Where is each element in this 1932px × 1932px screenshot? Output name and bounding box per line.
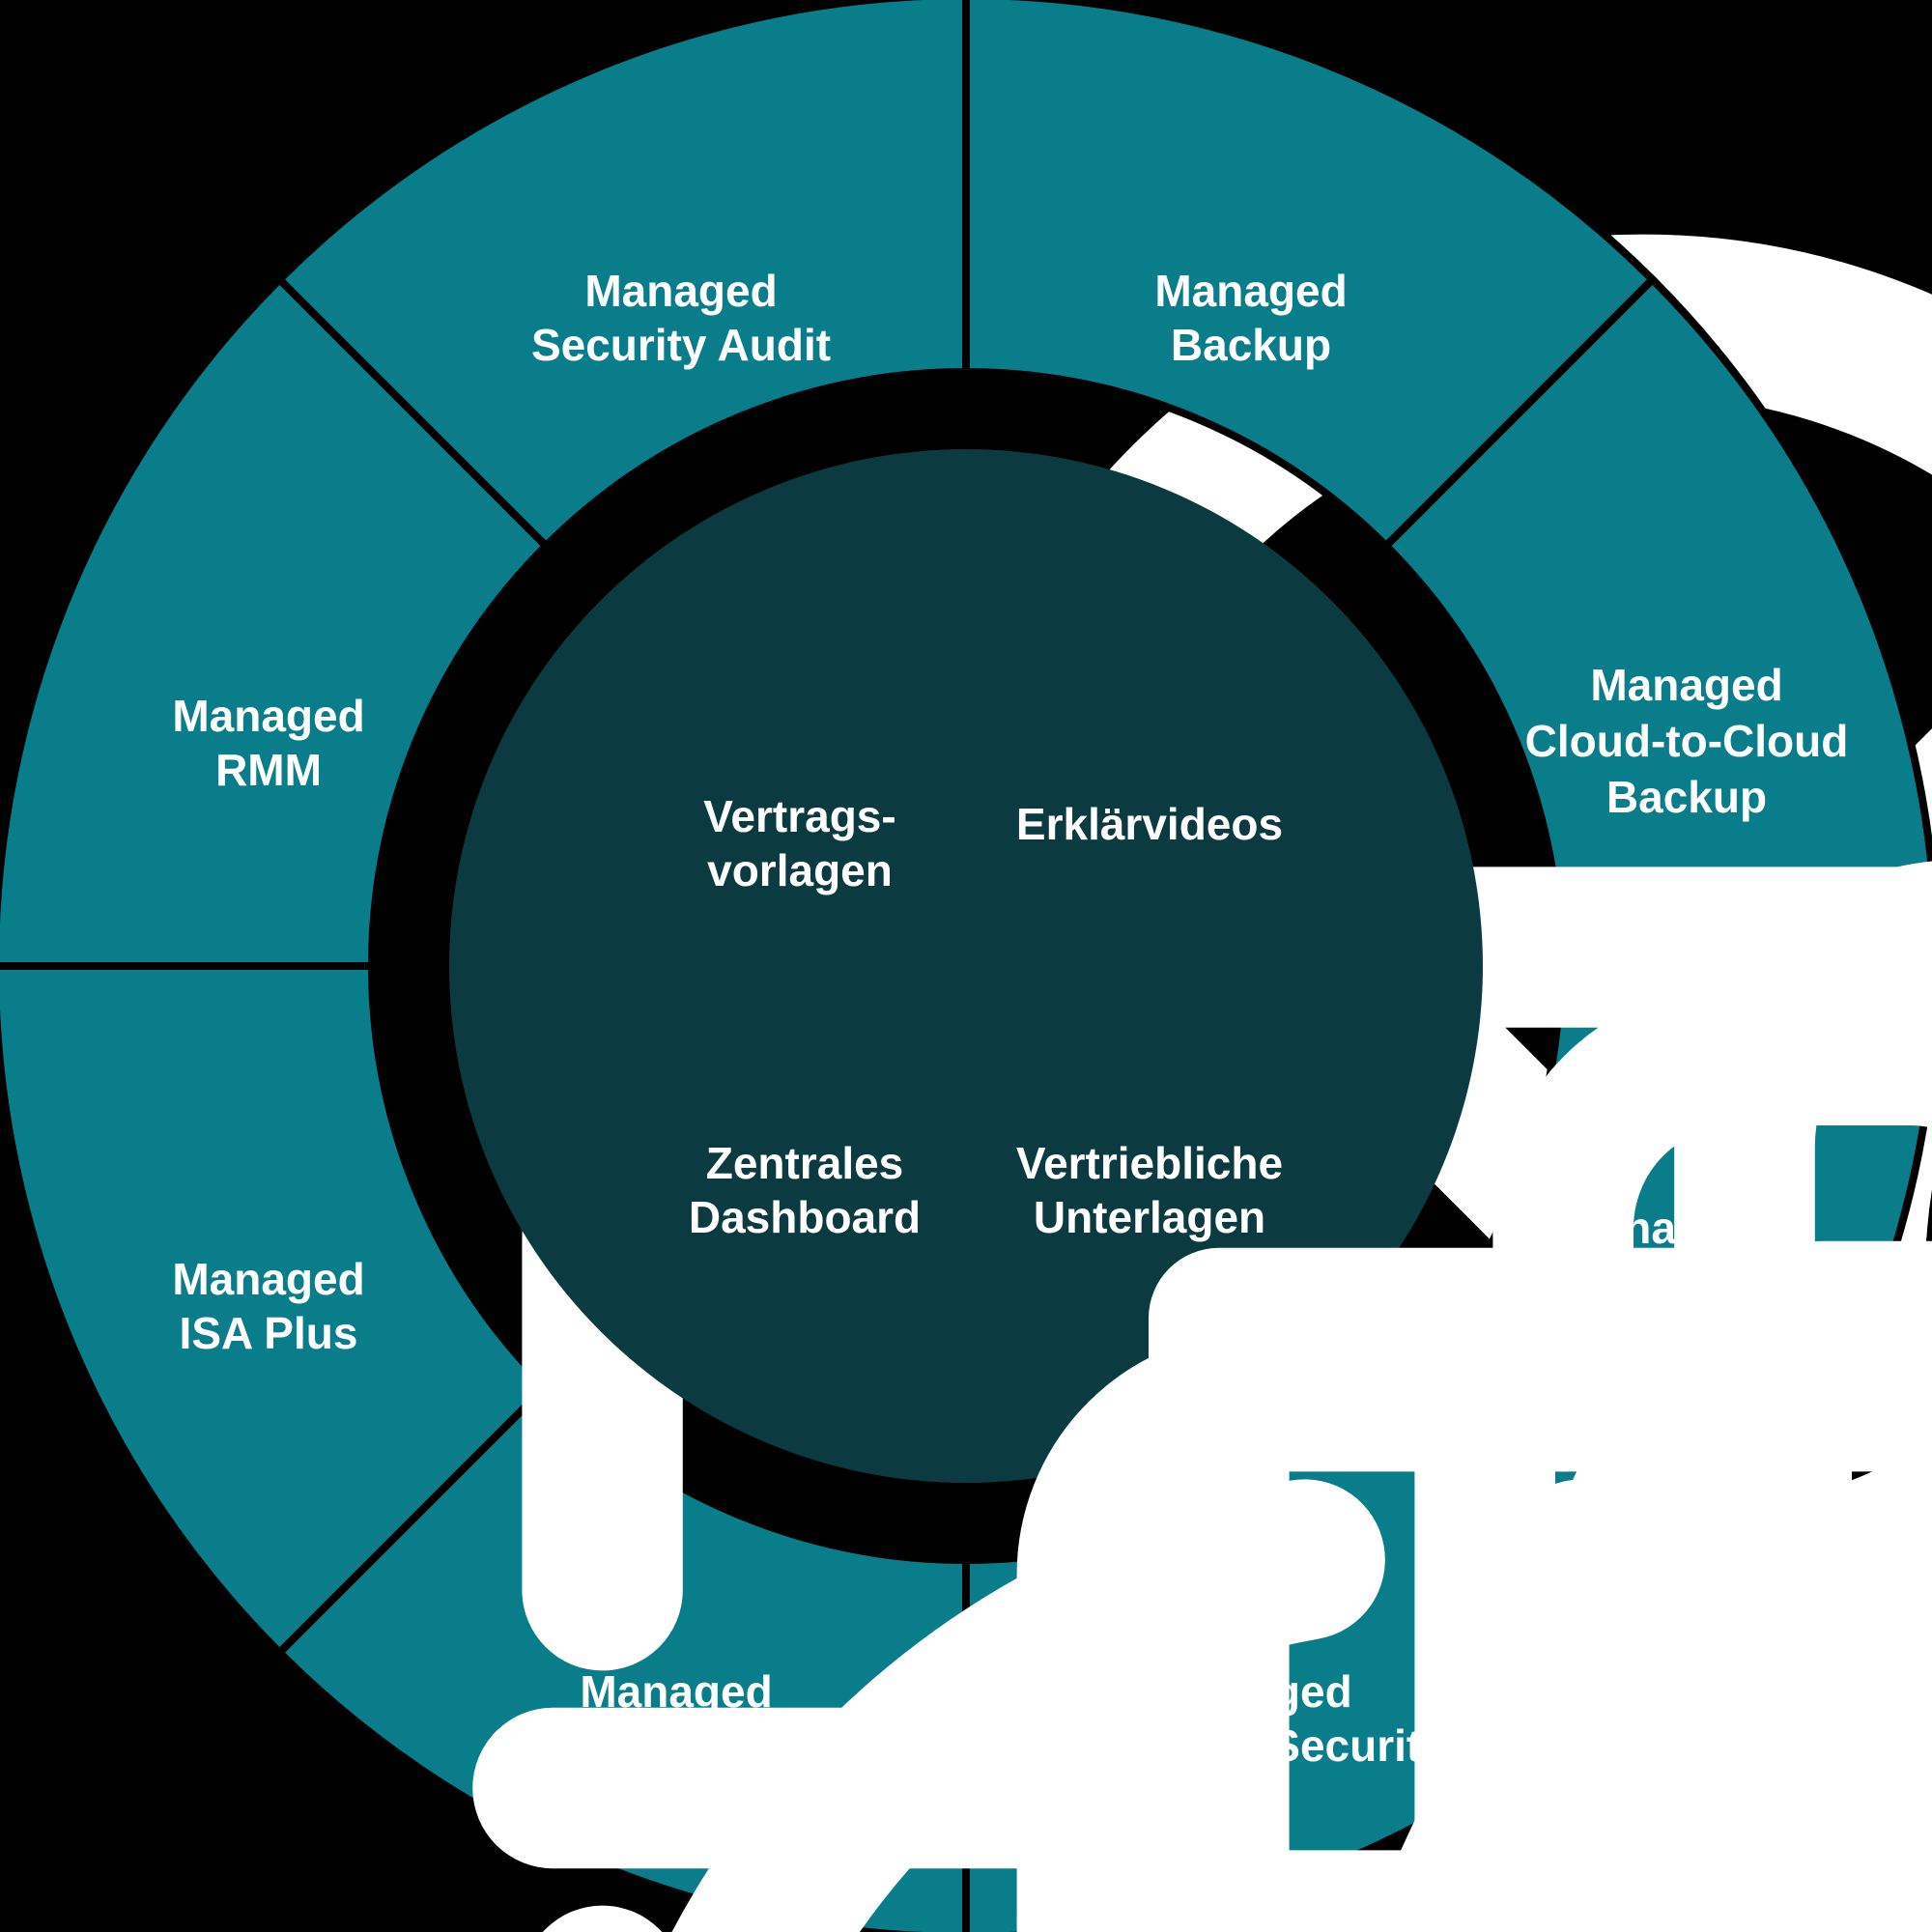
label-line: Cloud-to-Cloud [1525,716,1849,766]
label-line: Managed [172,691,364,741]
label-line: Managed [1154,266,1347,316]
label-line: RMM [215,745,322,795]
item-vertrags-vorlagen: Vertrags-vorlagen [703,791,1932,1932]
center-disc [449,449,1483,1483]
segment-wedge [0,273,552,970]
label-line: Unterlagen [1034,1192,1265,1242]
label-line: Vertrags- [703,791,895,841]
segment-wedge [0,962,552,1659]
label-line: Managed [584,266,777,316]
label-line: Dashboard [689,1192,921,1242]
label-line: Backup [1171,320,1331,370]
label-line: vorlagen [707,845,893,895]
label-line: Backup [1606,772,1767,822]
label-line: ISA Plus [180,1308,358,1358]
segment-wedge [273,0,970,552]
segment-wedge [1380,273,1932,970]
item-erkl-rvideos: Erklärvideos [1016,799,1932,1932]
segment-wedge [962,0,1659,552]
label-line: Security Audit [531,320,831,370]
center-items: Vertrags-vorlagenErklärvideosZentralesDa… [689,791,1932,1932]
label-line: Managed [1590,660,1782,710]
label-line: Erklärvideos [1016,799,1283,849]
label-line: Zentrales [706,1138,904,1188]
label-line: Vertriebliche [1016,1138,1283,1188]
label-line: Managed [172,1254,364,1304]
